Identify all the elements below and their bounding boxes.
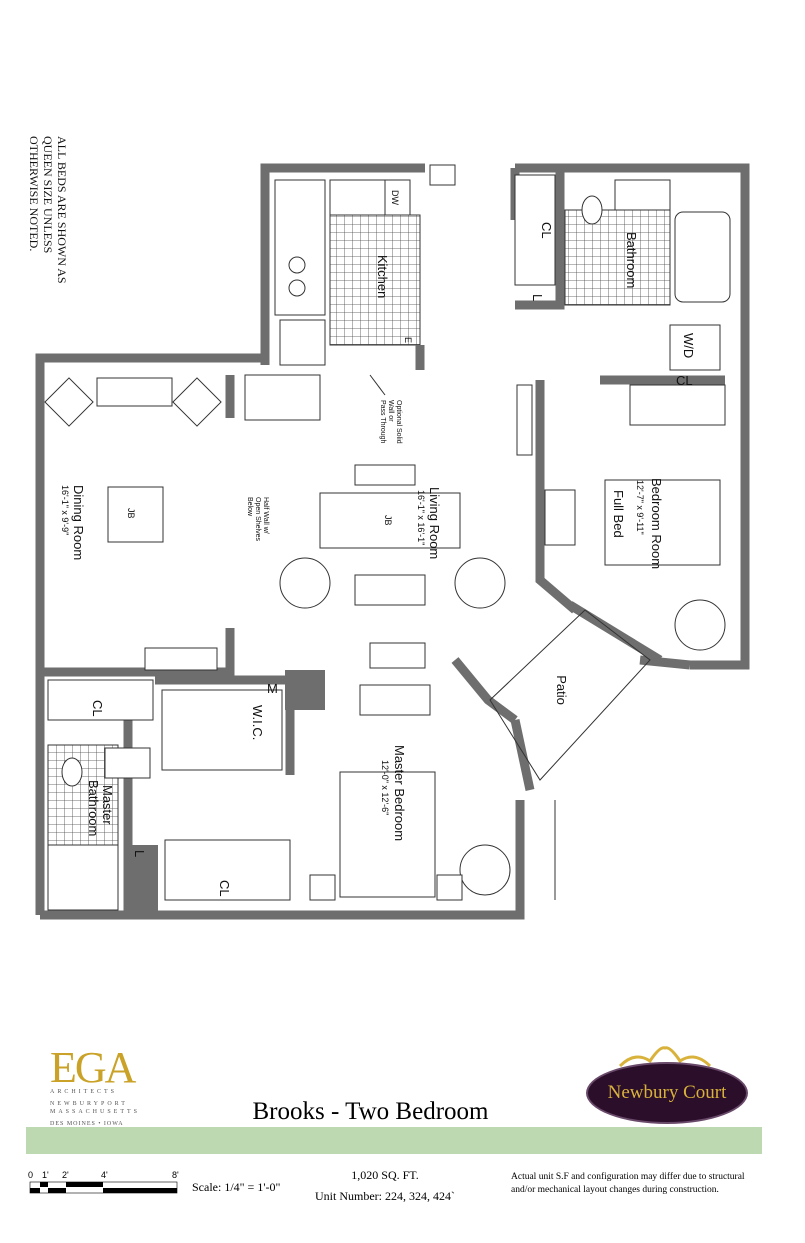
bedroom-closet-label: CL — [676, 373, 693, 388]
svg-text:0: 0 — [28, 1170, 33, 1180]
entry-closet-label: CL — [539, 222, 554, 239]
plan-title: Brooks - Two Bedroom — [252, 1098, 489, 1125]
full-bed-label: Full Bed — [611, 490, 626, 538]
armchair — [172, 377, 222, 427]
kitchen-floor — [329, 214, 421, 346]
svg-text:CL: CL — [90, 700, 105, 717]
mechanical-closet — [285, 670, 325, 710]
e-label: E — [403, 337, 413, 343]
bedroom-label: Bedroom Room — [649, 478, 664, 569]
svg-text:L: L — [132, 850, 147, 857]
mechanical-label: M — [267, 681, 278, 696]
sofa — [319, 492, 461, 549]
master-bed — [339, 771, 436, 898]
vanity — [104, 747, 151, 779]
svg-text:ALL BEDS ARE SHOWN AS: ALL BEDS ARE SHOWN AS — [55, 136, 69, 284]
ega-architects-logo: EGA ARCHITECTS NEWBURYPORT MASSACHUSETTS… — [50, 1043, 141, 1128]
sqft: 1,020 SQ. FT. — [351, 1168, 419, 1182]
refrigerator — [279, 319, 326, 366]
stove-burner — [288, 279, 306, 297]
dresser — [359, 684, 431, 716]
unit-numbers: Unit Number: 224, 324, 424` — [315, 1189, 455, 1203]
sideboard — [96, 377, 173, 407]
living-label: Living Room — [427, 487, 442, 559]
disclaimer: Actual unit S.F and configuration may di… — [511, 1172, 745, 1195]
optional-wall-note: Optional Solid Wall or Pass Through — [379, 400, 402, 444]
entry-closet — [514, 174, 556, 286]
dresser — [544, 489, 576, 546]
master-closet — [164, 839, 291, 901]
fireplace — [369, 642, 426, 669]
svg-text:Pass Through: Pass Through — [379, 400, 386, 444]
bathroom-floor — [564, 209, 671, 306]
island — [244, 374, 321, 421]
green-band — [26, 1127, 762, 1154]
master-dims: 12'-0" x 12'-6" — [380, 760, 390, 815]
tv-stand — [354, 464, 416, 486]
svg-text:8': 8' — [172, 1170, 179, 1180]
dw-label: DW — [390, 190, 400, 205]
dining-dims: 16'-1" x 9'-9" — [60, 485, 70, 535]
nightstand — [309, 874, 336, 901]
svg-text:JB: JB — [126, 508, 136, 519]
dining-closet — [47, 679, 154, 721]
svg-text:4': 4' — [101, 1170, 108, 1180]
svg-text:JB: JB — [383, 515, 393, 526]
patio — [489, 609, 651, 781]
shower — [47, 844, 119, 911]
armchair — [674, 599, 726, 651]
svg-text:OTHERWISE NOTED.: OTHERWISE NOTED. — [27, 136, 41, 251]
linen-wall — [128, 845, 158, 915]
scale-bar: 0 1' 2' 4' 8' — [28, 1170, 179, 1194]
dishwasher — [384, 179, 411, 216]
scale-label: Scale: 1/4" = 1'-0" — [192, 1180, 281, 1194]
living-dims: 16'-1" x 16'-1" — [416, 490, 426, 545]
patio-label: Patio — [554, 675, 569, 705]
svg-text:CL: CL — [217, 880, 232, 897]
master-label: Master Bedroom — [392, 745, 407, 841]
unit-info: 1,020 SQ. FT. Unit Number: 224, 324, 424… — [300, 1165, 470, 1207]
coffee-table — [354, 574, 426, 606]
dining-label: Dining Room — [71, 485, 86, 560]
walk-in-closet — [161, 689, 283, 771]
svg-text:Bathroom: Bathroom — [86, 780, 101, 836]
newbury-court-logo: Newbury Court — [586, 1062, 748, 1124]
shelf — [516, 384, 533, 456]
armchair — [279, 557, 331, 609]
bedroom-dims: 12'-7" x 9'-11" — [635, 480, 645, 535]
svg-text:Wall or: Wall or — [387, 400, 394, 422]
dining-table — [107, 486, 164, 543]
svg-text:1': 1' — [42, 1170, 49, 1180]
stove-burner — [288, 256, 306, 274]
svg-text:Half Wall w/: Half Wall w/ — [262, 497, 269, 534]
svg-text:Optional Solid: Optional Solid — [395, 400, 402, 444]
bathroom-label: Bathroom — [624, 232, 639, 288]
washer-dryer — [669, 324, 721, 371]
svg-text:QUEEN SIZE UNLESS: QUEEN SIZE UNLESS — [41, 136, 55, 253]
toilet — [581, 195, 603, 225]
linen-label: L — [530, 294, 545, 301]
full-bed — [604, 479, 721, 566]
svg-text:2': 2' — [62, 1170, 69, 1180]
vanity — [614, 179, 671, 211]
nightstand — [436, 874, 463, 901]
svg-text:Open Shelves: Open Shelves — [254, 497, 261, 541]
armchair — [44, 377, 94, 427]
console — [144, 647, 218, 671]
svg-text:Below: Below — [246, 497, 253, 517]
beds-note: ALL BEDS ARE SHOWN AS QUEEN SIZE UNLESS … — [27, 136, 69, 284]
entry-light — [429, 164, 456, 186]
wic-label: W.I.C. — [250, 705, 265, 740]
master-bath-label: Master — [100, 785, 115, 825]
bathtub — [674, 211, 731, 303]
crown-ornament-icon — [618, 1046, 712, 1068]
armchair — [459, 844, 511, 896]
kitchen-label: Kitchen — [375, 255, 390, 298]
half-wall-note: Half Wall w/ Open Shelves Below — [246, 497, 269, 541]
armchair — [454, 557, 506, 609]
bedroom-closet — [629, 384, 726, 426]
toilet — [61, 757, 83, 787]
wd-label: W/D — [681, 333, 696, 358]
